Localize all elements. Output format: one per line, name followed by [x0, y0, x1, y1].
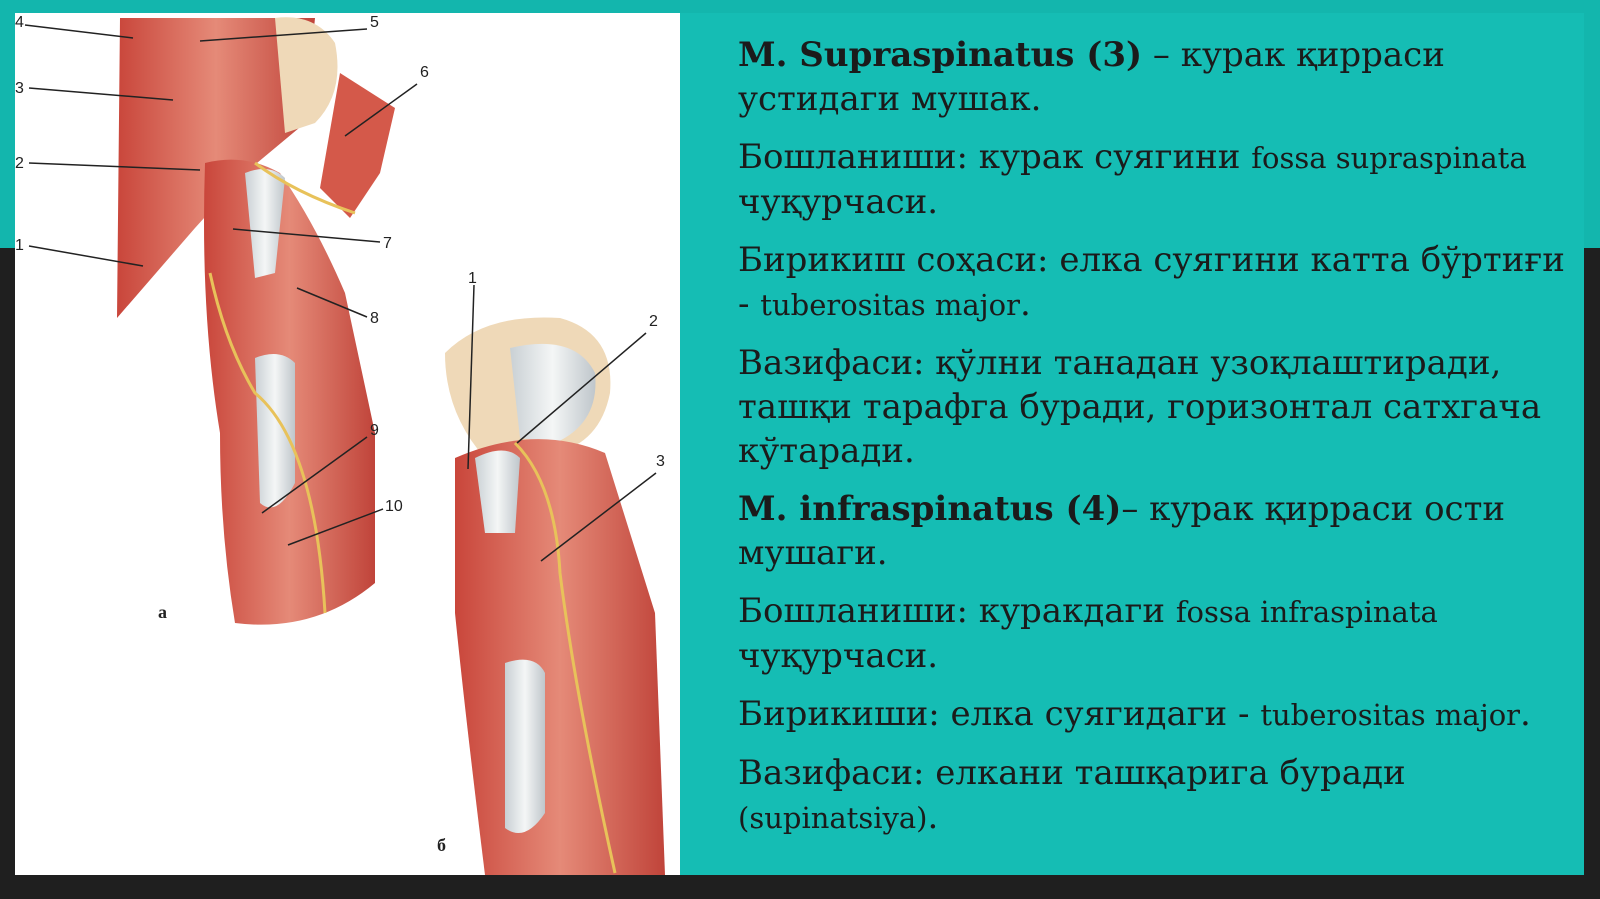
insertion-text-end: . — [1019, 284, 1031, 324]
leader-lines-a — [24, 24, 418, 546]
label-b-1: 1 — [468, 270, 477, 287]
lower-tendon-b — [505, 659, 545, 833]
anatomy-figure: 1 2 3 4 5 6 7 8 9 10 а 1 2 — [15, 13, 680, 875]
definition-text: – курак қирраси ости мушаги. — [738, 489, 1506, 573]
shoulder-joint — [275, 17, 338, 133]
label-b-2: 2 — [649, 313, 658, 330]
label-a-10: 10 — [385, 498, 403, 515]
figure-b: 1 2 3 б — [437, 270, 665, 875]
humerus-head-b — [510, 343, 596, 443]
origin-text-end: чуқурчаси. — [738, 636, 939, 676]
function-text-end: . — [927, 797, 939, 837]
arm-muscles-illustration: 1 2 3 4 5 6 7 8 9 10 а 1 2 — [15, 14, 665, 875]
term-infraspinatus: M. infraspinatus (4) — [738, 489, 1122, 529]
leader-lines-b — [467, 284, 657, 562]
paragraph-supraspinatus-title: M. Supraspinatus (3) – курак қирраси уст… — [738, 33, 1568, 121]
deltoid-part — [320, 73, 395, 218]
label-a-7: 7 — [383, 235, 392, 252]
label-a-1: 1 — [15, 237, 24, 254]
function-text: Вазифаси: қўлни танадан узоқлаштиради, т… — [738, 343, 1542, 471]
paragraph-infraspinatus-function: Вазифаси: елкани ташқарига буради (supin… — [738, 751, 1568, 840]
origin-text: Бошланиши: курак суягини — [738, 137, 1252, 177]
label-a-6: 6 — [420, 64, 429, 81]
nerve-a2 — [208, 272, 327, 614]
label-a-8: 8 — [370, 310, 379, 327]
label-a-2: 2 — [15, 155, 24, 172]
term-supraspinatus: M. Supraspinatus (3) — [738, 35, 1143, 75]
paragraph-infraspinatus-origin: Бошланиши: куракдаги fossa infraspinata … — [738, 589, 1568, 678]
paragraph-supraspinatus-function: Вазифаси: қўлни танадан узоқлаштиради, т… — [738, 341, 1568, 473]
label-a-3: 3 — [15, 80, 24, 97]
label-a-9: 9 — [370, 422, 379, 439]
latin-term: fossa supraspinata — [1251, 141, 1527, 175]
paragraph-supraspinatus-insertion: Бирикиш соҳаси: елка суягини катта бўрти… — [738, 238, 1568, 327]
nerve-b — [513, 441, 617, 874]
upper-tendon-b — [475, 450, 520, 533]
nerve-a1 — [254, 161, 356, 215]
origin-text-end: чуқурчаси. — [738, 182, 939, 222]
triceps-tendon-a — [255, 354, 295, 508]
label-b-3: 3 — [656, 453, 665, 470]
caption-b: б — [437, 835, 446, 855]
humerus-head-a — [245, 169, 285, 278]
label-a-4: 4 — [15, 14, 24, 31]
latin-term: fossa infraspinata — [1175, 595, 1438, 629]
paragraph-infraspinatus-insertion: Бирикиши: елка суягидаги - tuberositas m… — [738, 692, 1568, 737]
insertion-text-end: . — [1520, 694, 1531, 734]
function-text: Вазифаси: елкани ташқарига буради — [738, 753, 1406, 793]
text-panel: M. Supraspinatus (3) – курак қирраси уст… — [680, 13, 1584, 875]
latin-term: tuberositas major — [1260, 698, 1521, 732]
latin-term: (supinatsiya) — [738, 801, 928, 835]
insertion-text: Бирикиши: елка суягидаги - — [738, 694, 1261, 734]
definition-text: – курак қирраси устидаги мушак. — [738, 35, 1445, 119]
insertion-text: Бирикиш соҳаси: елка суягини катта бўрти… — [738, 240, 1565, 324]
figure-a: 1 2 3 4 5 6 7 8 9 10 а — [15, 14, 429, 625]
latin-term: tuberositas major — [760, 288, 1020, 322]
label-a-5: 5 — [370, 14, 379, 31]
caption-a: а — [158, 602, 167, 622]
text-body: M. Supraspinatus (3) – курак қирраси уст… — [738, 33, 1568, 854]
origin-text: Бошланиши: куракдаги — [738, 591, 1176, 631]
paragraph-supraspinatus-origin: Бошланиши: курак суягини fossa supraspin… — [738, 135, 1568, 224]
paragraph-infraspinatus-title: M. infraspinatus (4)– курак қирраси ости… — [738, 487, 1568, 575]
